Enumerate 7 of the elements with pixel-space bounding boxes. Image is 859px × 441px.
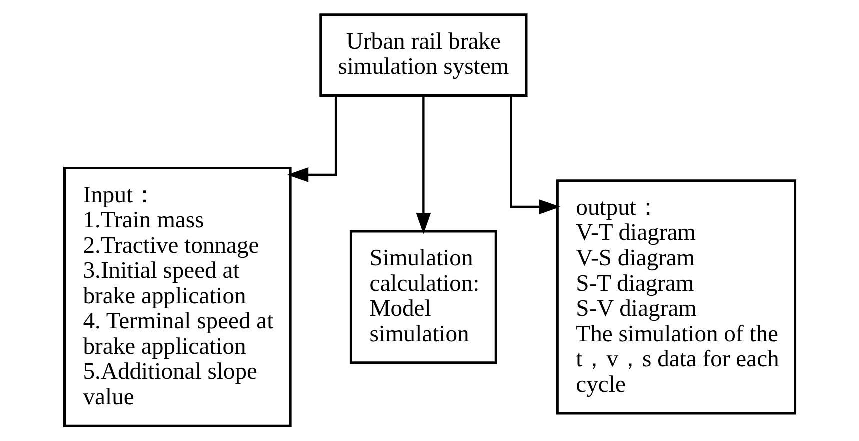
- node-box: Urban rail brake simulation system: [319, 14, 528, 98]
- arrow: [416, 96, 431, 234]
- arrow: [510, 96, 560, 214]
- node-box: output： V-T diagram V-S diagram S-T diagram S-V diagram The simulation of the t，v，s data for each cycle: [556, 180, 796, 415]
- node-box: Input： 1.Train mass 2.Tractive tonnage 3.Initial speed at brake application 4. Terminal speed at brake application 5.Additional slope value: [62, 167, 292, 428]
- node-box: Simulation calculation: Model simulation: [349, 230, 497, 364]
- arrow: [286, 96, 337, 182]
